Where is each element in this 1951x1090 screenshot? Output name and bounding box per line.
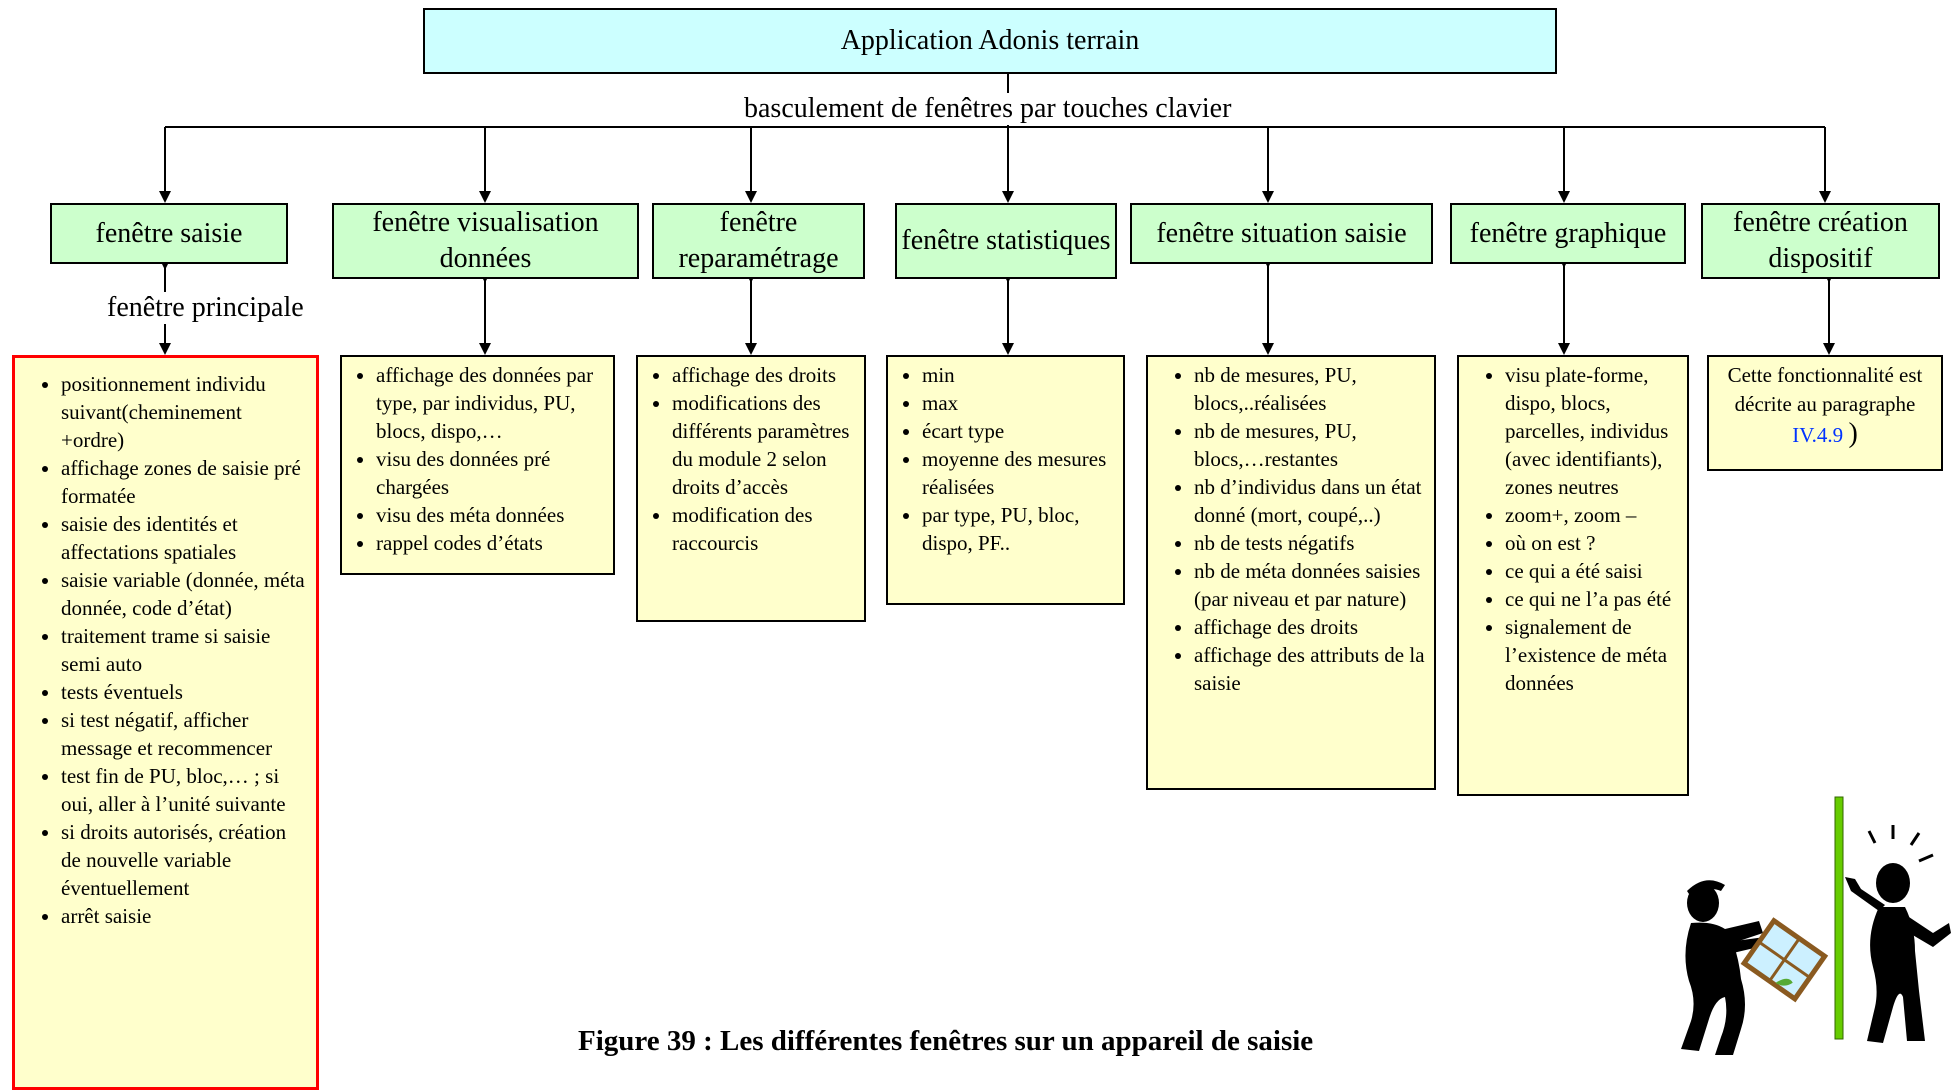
- detail-box-creation: Cette fonctionnalité est décrite au para…: [1707, 355, 1943, 471]
- list-item: où on est ?: [1505, 529, 1681, 557]
- detail-list-statistiques: min max écart type moyenne des mesures r…: [888, 361, 1117, 557]
- closing-parenthesis: ): [1848, 418, 1858, 449]
- detail-list-saisie: positionnement individu suivant(cheminem…: [15, 370, 306, 930]
- window-title: fenêtre statistiques: [901, 225, 1111, 256]
- root-node-application: Application Adonis terrain: [423, 8, 1557, 74]
- list-item: si droits autorisés, création de nouvell…: [61, 818, 306, 902]
- list-item: par type, PU, bloc, dispo, PF..: [922, 501, 1117, 557]
- list-item: affichage des attributs de la saisie: [1194, 641, 1430, 697]
- list-item: affichage des droits: [672, 361, 858, 389]
- list-item: affichage des droits: [1194, 613, 1430, 641]
- window-node-saisie: fenêtre saisie: [50, 203, 288, 264]
- root-label: Application Adonis terrain: [840, 25, 1140, 56]
- list-item: max: [922, 389, 1117, 417]
- list-item: positionnement individu suivant(cheminem…: [61, 370, 306, 454]
- detail-box-graphique: visu plate-forme, dispo, blocs, parcelle…: [1457, 355, 1689, 796]
- detail-box-statistiques: min max écart type moyenne des mesures r…: [886, 355, 1125, 605]
- list-item: saisie variable (donnée, méta donnée, co…: [61, 566, 306, 622]
- root-edge-label: basculement de fenêtres par touches clav…: [742, 93, 1234, 125]
- main-window-label: fenêtre principale: [105, 292, 306, 324]
- list-item: rappel codes d’états: [376, 529, 609, 557]
- window-title: fenêtre reparamétrage: [678, 207, 839, 274]
- list-item: si test négatif, afficher message et rec…: [61, 706, 306, 762]
- list-item: visu des données pré chargées: [376, 445, 609, 501]
- list-item: affichage zones de saisie pré formatée: [61, 454, 306, 510]
- window-carriers-clipart: [1681, 796, 1951, 1055]
- list-item: écart type: [922, 417, 1117, 445]
- list-item: nb de mesures, PU, blocs,..réalisées: [1194, 361, 1430, 417]
- detail-box-situation: nb de mesures, PU, blocs,..réalisées nb …: [1146, 355, 1436, 790]
- list-item: ce qui a été saisi: [1505, 557, 1681, 585]
- list-item: tests éventuels: [61, 678, 306, 706]
- figure-caption: Figure 39 : Les différentes fenêtres sur…: [578, 1025, 1314, 1057]
- window-node-graphique: fenêtre graphique: [1450, 203, 1686, 264]
- list-item: nb de méta données saisies (par niveau e…: [1194, 557, 1430, 613]
- window-node-statistiques: fenêtre statistiques: [895, 203, 1117, 279]
- list-item: visu plate-forme, dispo, blocs, parcelle…: [1505, 361, 1681, 501]
- window-node-situation: fenêtre situation saisie: [1130, 203, 1433, 264]
- list-item: nb de tests négatifs: [1194, 529, 1430, 557]
- list-item: arrêt saisie: [61, 902, 306, 930]
- window-node-creation: fenêtre création dispositif: [1701, 203, 1940, 279]
- detail-box-visualisation: affichage des données par type, par indi…: [340, 355, 615, 575]
- creation-note-text: Cette fonctionnalité est décrite au para…: [1727, 363, 1923, 416]
- list-item: test fin de PU, bloc,… ; si oui, aller à…: [61, 762, 306, 818]
- detail-box-reparametrage: affichage des droits modifications des d…: [636, 355, 866, 622]
- list-item: ce qui ne l’a pas été: [1505, 585, 1681, 613]
- detail-list-visualisation: affichage des données par type, par indi…: [342, 361, 609, 557]
- list-item: modification des raccourcis: [672, 501, 858, 557]
- list-item: saisie des identités et affectations spa…: [61, 510, 306, 566]
- list-item: zoom+, zoom –: [1505, 501, 1681, 529]
- detail-list-graphique: visu plate-forme, dispo, blocs, parcelle…: [1459, 361, 1681, 697]
- list-item: nb de mesures, PU, blocs,…restantes: [1194, 417, 1430, 473]
- window-title: fenêtre création dispositif: [1733, 207, 1908, 274]
- list-item: affichage des données par type, par indi…: [376, 361, 609, 445]
- window-title: fenêtre saisie: [95, 217, 243, 249]
- list-item: min: [922, 361, 1117, 389]
- window-title: fenêtre visualisation données: [372, 207, 599, 274]
- detail-list-situation: nb de mesures, PU, blocs,..réalisées nb …: [1148, 361, 1430, 697]
- window-node-visualisation: fenêtre visualisation données: [332, 203, 639, 279]
- list-item: nb d’individus dans un état donné (mort,…: [1194, 473, 1430, 529]
- list-item: traitement trame si saisie semi auto: [61, 622, 306, 678]
- list-item: signalement de l’existence de méta donné…: [1505, 613, 1681, 697]
- list-item: visu des méta données: [376, 501, 609, 529]
- paragraph-reference-link[interactable]: IV.4.9: [1792, 423, 1844, 447]
- list-item: modifications des différents paramètres …: [672, 389, 858, 501]
- window-title: fenêtre situation saisie: [1156, 217, 1407, 249]
- window-node-reparametrage: fenêtre reparamétrage: [652, 203, 865, 279]
- window-title: fenêtre graphique: [1469, 217, 1667, 249]
- detail-list-reparametrage: affichage des droits modifications des d…: [638, 361, 858, 557]
- detail-box-saisie: positionnement individu suivant(cheminem…: [12, 355, 319, 1090]
- list-item: moyenne des mesures réalisées: [922, 445, 1117, 501]
